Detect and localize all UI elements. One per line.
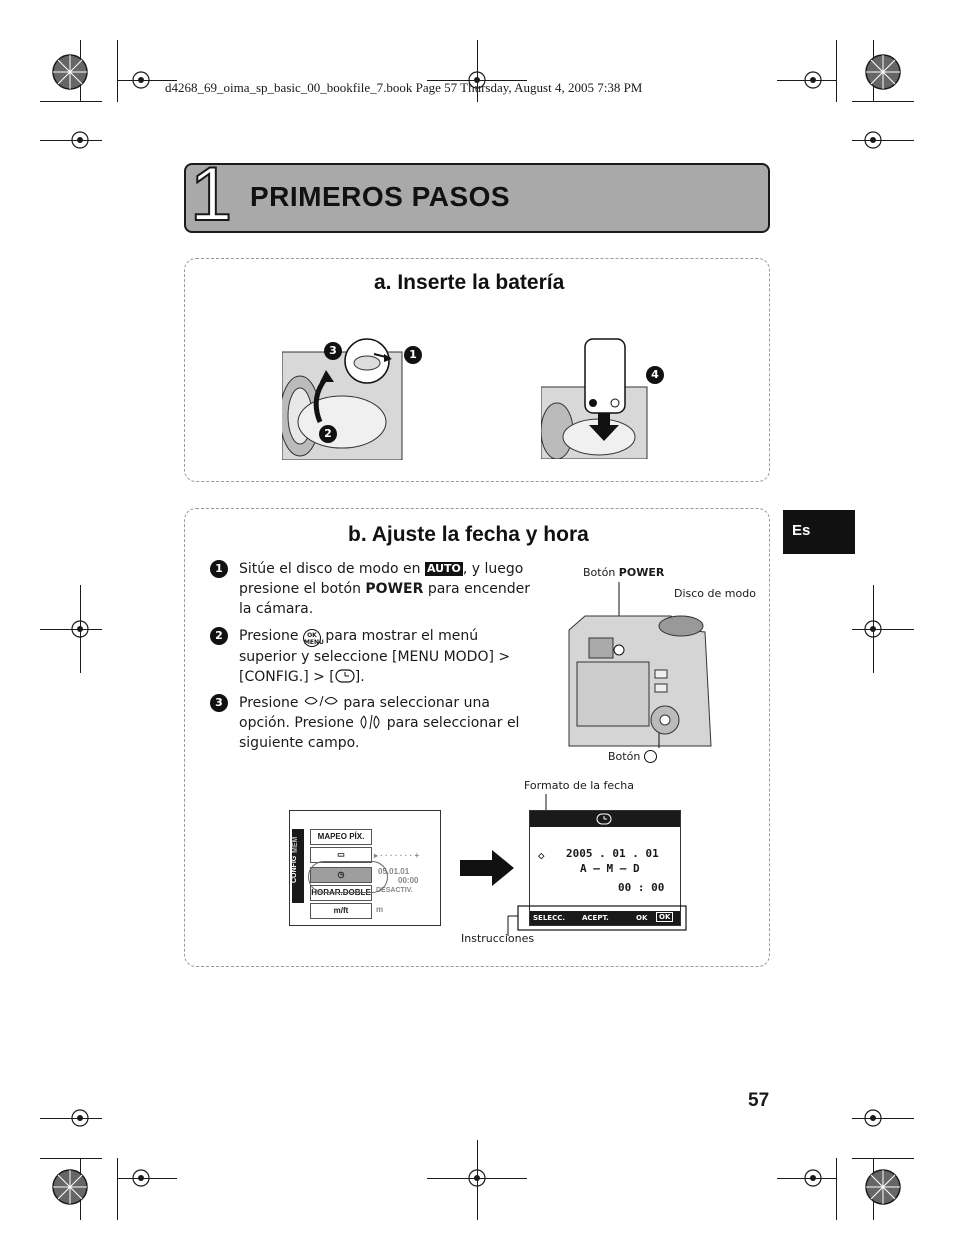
- step-2-number: 2: [210, 627, 228, 645]
- section-set-date-time: [184, 508, 770, 967]
- menu-side-label: CONFIG: [291, 855, 298, 883]
- step-1-text-c: para encender la cámara.: [239, 581, 531, 617]
- arrow-right-icon: [460, 850, 514, 886]
- lcd-config-menu: CONFIG MEM MAPEO PÍX. ▭ ◷ HORAR.DOBLE m/…: [289, 810, 441, 926]
- foot-ok: OK: [636, 914, 648, 922]
- chapter-number: 1: [189, 152, 233, 237]
- foot-ok-box: OK: [656, 912, 674, 922]
- up-down-marker-icon: ◇: [538, 849, 545, 862]
- step-3-text-a: Presione: [239, 695, 303, 711]
- menu-item-mft[interactable]: m/ft: [310, 903, 372, 919]
- language-tab: Es: [783, 510, 855, 554]
- step-2-text-b: para mostrar el menú superior y seleccio…: [239, 628, 511, 685]
- section-insert-battery: [184, 258, 770, 482]
- menu-m-value: m: [376, 905, 384, 914]
- chapter-title: PRIMEROS PASOS: [250, 181, 511, 212]
- clock-icon: [596, 813, 612, 825]
- ok-button-icon: [643, 750, 657, 763]
- callout-1: 1: [404, 346, 422, 364]
- menu-date-value: 05.01.01: [378, 867, 410, 876]
- caption-date-format: Formato de la fecha: [524, 779, 634, 792]
- caption-power-prefix: Botón: [583, 566, 619, 579]
- caption-ok-text: Botón: [608, 750, 641, 763]
- battery-insert-illustration: [541, 338, 648, 459]
- caption-mode-dial: Disco de modo: [674, 587, 756, 600]
- foot-acept: ACEPT.: [582, 914, 609, 922]
- step-1-power-bold: POWER: [365, 581, 424, 597]
- menu-item-mapeo[interactable]: MAPEO PÍX.: [310, 829, 372, 845]
- caption-power-button: Botón POWER: [583, 566, 664, 579]
- section-a-title: a. Inserte la batería: [374, 271, 565, 294]
- lcd-topbar: [530, 811, 680, 827]
- step-3: 3 Presione para seleccionar una opción. …: [210, 693, 540, 753]
- callout-3: 3: [324, 342, 342, 360]
- menu-side-tab: MEM: [292, 836, 299, 853]
- instructions-leader: [507, 905, 687, 936]
- page-number: 57: [748, 1090, 770, 1111]
- lcd-date-setting: ◇ 2005 . 01 . 01 A — M — D 00 : 00 SELEC…: [529, 810, 681, 926]
- step-3-number: 3: [210, 694, 228, 712]
- date-order: A — M — D: [580, 862, 640, 875]
- step-1-number: 1: [210, 560, 228, 578]
- time-value: 00 : 00: [618, 881, 665, 894]
- display-icon: ▭: [337, 850, 345, 859]
- caption-instructions: Instrucciones: [461, 932, 535, 945]
- foot-selecc: SELECC.: [533, 914, 565, 922]
- menu-time-value: 00:00: [398, 876, 419, 885]
- menu-item-display[interactable]: ▭: [310, 847, 372, 863]
- date-value: 2005 . 01 . 01: [566, 847, 659, 860]
- auto-mode-icon: AUTO: [424, 562, 463, 576]
- step-3-text-c: para seleccionar el siguiente campo.: [239, 715, 520, 751]
- selection-highlight: [308, 861, 388, 893]
- clock-icon: ◷: [337, 870, 345, 879]
- callout-4: 4: [646, 366, 664, 384]
- step-1: 1 Sitúe el disco de modo en AUTO, y lueg…: [210, 559, 540, 619]
- step-1-text-b: , y luego presione el botón: [239, 561, 524, 597]
- menu-dots: ▸ · · · · · · · +: [374, 851, 420, 860]
- menu-desactiv-value: DESACTIV.: [376, 887, 413, 894]
- left-right-arrow-icon: [360, 714, 380, 730]
- file-info-header: d4268_69_oima_sp_basic_00_bookfile_7.boo…: [165, 80, 643, 95]
- ok-menu-button-icon: OK MENU: [302, 629, 324, 647]
- camera-back-illustration: [568, 582, 712, 748]
- chapter-banner: 1 PRIMEROS PASOS: [184, 156, 770, 234]
- battery-door-illustration: [282, 338, 403, 460]
- step-3-text-b: para seleccionar una opción. Presione: [239, 695, 490, 731]
- step-2: 2 Presione OK MENU para mostrar el menú …: [210, 626, 540, 687]
- caption-ok-button: Botón: [608, 750, 657, 763]
- lcd-bottombar: SELECC. ACEPT. OK OK: [530, 911, 680, 925]
- caption-power-bold: POWER: [618, 566, 665, 579]
- step-2-text-a: Presione: [239, 628, 303, 644]
- step-2-text-c: ].: [354, 669, 365, 685]
- callout-2: 2: [319, 425, 337, 443]
- step-1-text-a: Sitúe el disco de modo en: [239, 561, 425, 577]
- section-b-title: b. Ajuste la fecha y hora: [348, 523, 589, 546]
- clock-icon: [335, 669, 355, 683]
- up-down-arrow-icon: [304, 695, 338, 707]
- menu-side-bar: [292, 829, 304, 903]
